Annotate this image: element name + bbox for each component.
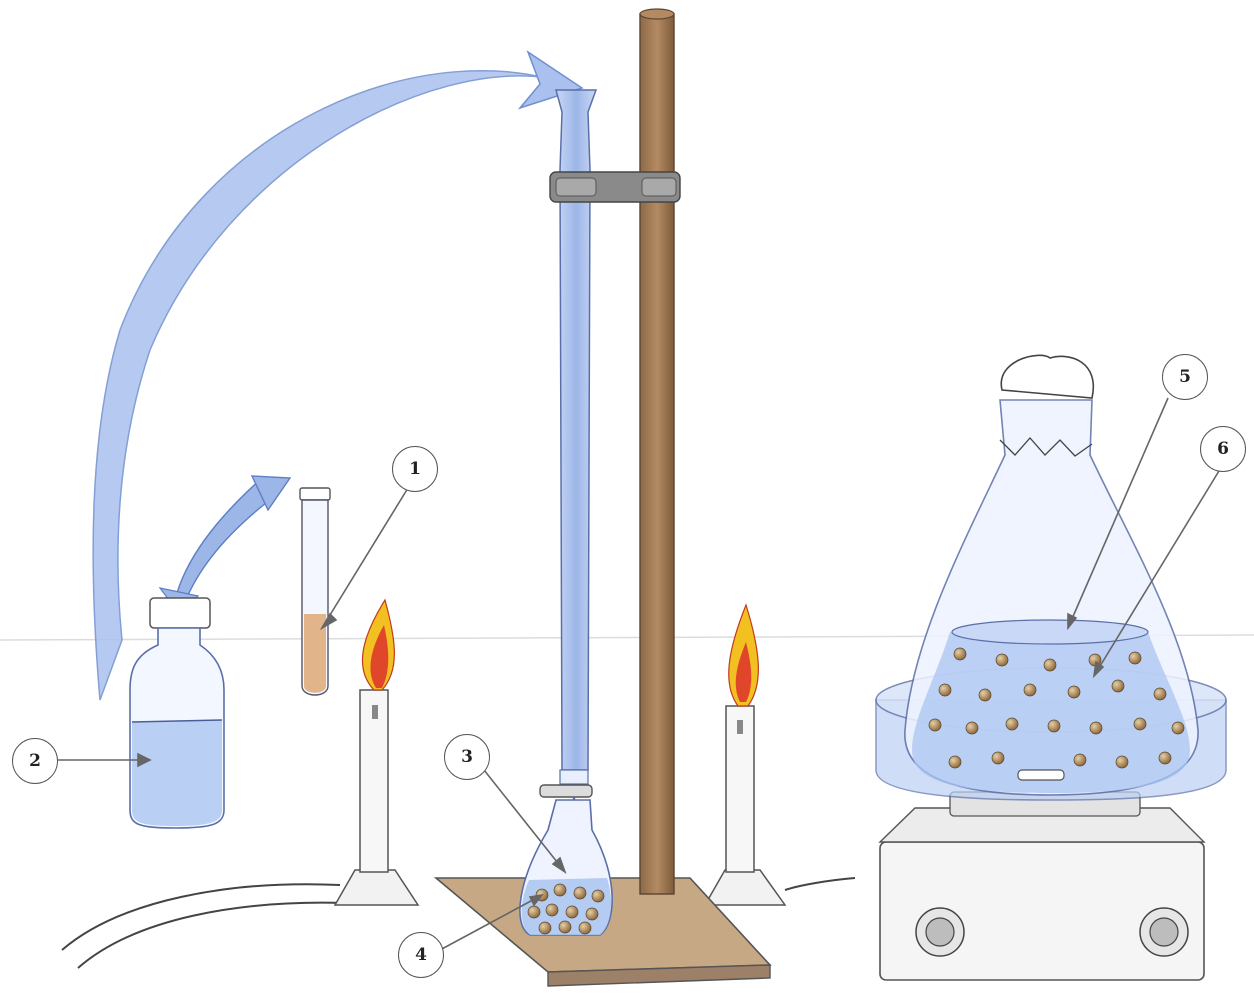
label-2: 2 <box>12 738 58 784</box>
magnetic-stirrer <box>880 792 1204 980</box>
label-4: 4 <box>398 932 444 978</box>
label-3: 3 <box>444 734 490 780</box>
small-erlenmeyer-flask <box>520 800 612 935</box>
label-1: 1 <box>392 446 438 492</box>
label-5: 5 <box>1162 354 1208 400</box>
glass-column <box>540 90 596 842</box>
bunsen-burner-right <box>705 605 855 905</box>
small-transfer-arrow <box>160 476 290 612</box>
column-clamp <box>550 172 680 202</box>
reagent-bottle <box>130 598 224 828</box>
culture-test-tube <box>300 488 330 695</box>
label-6: 6 <box>1200 426 1246 472</box>
stand-rod <box>640 9 674 894</box>
large-erlenmeyer-flask <box>905 355 1198 795</box>
